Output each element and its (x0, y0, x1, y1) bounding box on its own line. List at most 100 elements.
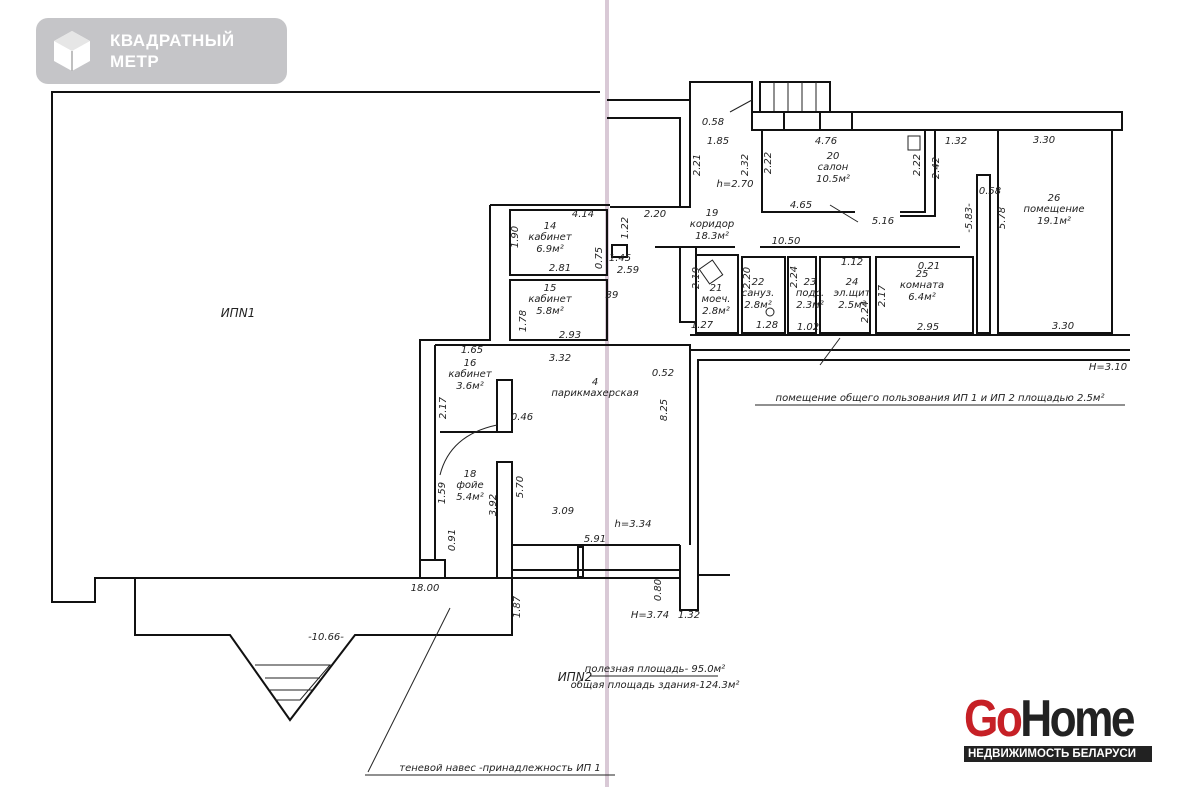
common-area-note: помещение общего пользования ИП 1 и ИП 2… (776, 392, 1105, 404)
room-number: 15 (544, 283, 557, 294)
room-name: моеч. (702, 294, 731, 305)
room-name: кабинет (528, 231, 573, 243)
useful-area: полезная площадь- 95.0м² (585, 664, 725, 675)
room-area: 6.4м² (908, 292, 935, 303)
dimension-label: H=3.74 (631, 610, 669, 621)
room-area: 6.9м² (536, 244, 563, 255)
dimension-label: 0.91 (447, 529, 458, 551)
gohome-logo: GoHome НЕДВИЖИМОСТЬ БЕЛАРУСИ (964, 693, 1159, 762)
canopy-note: теневой навес -принадлежность ИП 1 (399, 763, 600, 774)
room-name: сануз. (742, 288, 775, 299)
room-number: 4 (592, 377, 598, 388)
dimension-label: 2.22 (912, 154, 923, 176)
room-number: 23 (804, 277, 817, 288)
dimension-label: 2.21 (692, 154, 703, 176)
dimension-label: 1.32 (945, 136, 967, 147)
room-area: 2.8м² (702, 306, 729, 317)
dimension-label: 2.42 (931, 157, 942, 179)
dimension-label: 1.65 (461, 345, 483, 356)
plan-labels: ИПN1 ИПN2 полезная площадь- 95.0м² общая… (221, 117, 1127, 774)
dimension-label: 5.91 (584, 534, 606, 545)
dimension-label: 1.59 (437, 482, 448, 504)
logo-line-1: КВАДРАТНЫЙ (110, 31, 235, 50)
room-area: 2.5м² (838, 300, 865, 311)
dimension-label: 2.24 (860, 301, 871, 323)
dimension-label: 39 (606, 290, 619, 301)
dimension-label: 2.95 (917, 322, 939, 333)
room-number: 24 (846, 277, 859, 288)
dimension-label: 1.85 (707, 136, 729, 147)
dimension-label: h=2.70 (717, 179, 754, 190)
gohome-tagline: НЕДВИЖИМОСТЬ БЕЛАРУСИ (964, 746, 1152, 762)
room-name: подс. (796, 288, 824, 299)
room-number: 20 (827, 151, 840, 162)
dimension-label: 3.09 (552, 506, 574, 517)
ipn2-label: ИПN2 (558, 670, 593, 684)
cube-icon (54, 31, 90, 71)
logo-line-2: МЕТР (110, 52, 160, 71)
dimension-label: 2.81 (549, 263, 571, 274)
gohome-go: Go (964, 690, 1023, 748)
room-number: 16 (464, 358, 477, 369)
room-name: парикмахерская (551, 388, 638, 399)
dimension-label: 2.32 (740, 154, 751, 176)
dimension-label: 2.20 (742, 267, 753, 289)
dimension-label: 10.50 (772, 236, 801, 247)
dimension-label: 0.58 (979, 186, 1001, 197)
dimension-label: 2.17 (877, 284, 888, 307)
room-area: 18.3м² (695, 231, 729, 242)
room-number: 22 (752, 277, 765, 288)
room-name: фойе (456, 480, 483, 491)
dimension-label: 1.27 (691, 320, 714, 331)
dimension-label: 1.78 (518, 310, 529, 332)
dimension-label: 2.24 (789, 266, 800, 288)
room-number: 19 (706, 208, 719, 219)
dimension-label: -5.83- (964, 203, 975, 233)
ipn1-label: ИПN1 (221, 306, 256, 320)
gohome-home: Home (1020, 690, 1135, 748)
dimension-label: 1.90 (510, 226, 521, 248)
dimension-label: 1.87 (512, 595, 523, 618)
room-name: кабинет (528, 293, 573, 305)
dimension-label: 1.45 (609, 253, 631, 264)
dimension-label: 2.19 (691, 267, 702, 289)
building-area: общая площадь здания-124.3м² (571, 679, 740, 691)
dimension-label: 3.30 (1052, 321, 1074, 332)
dimension-label: 18.00 (411, 583, 440, 594)
dimension-label: 0.75 (594, 247, 605, 269)
room-area: 19.1м² (1037, 216, 1071, 227)
room-area: 2.3м² (796, 300, 823, 311)
room-area: 2.8м² (744, 300, 771, 311)
room-area: 5.8м² (536, 306, 563, 317)
dimension-label: 5.16 (872, 216, 894, 227)
room-name: кабинет (448, 368, 493, 380)
dimension-label: H=3.10 (1089, 362, 1127, 373)
dimension-label: 5.78 (997, 207, 1008, 229)
room-name: комната (900, 280, 944, 291)
room-area: 3.6м² (456, 381, 483, 392)
room-number: 14 (544, 221, 557, 232)
room-name: коридор (690, 219, 734, 230)
dimension-label: 1.12 (841, 257, 863, 268)
dimension-label: 3.30 (1033, 135, 1055, 146)
walls (51, 81, 1130, 776)
dimension-label: 0.58 (702, 117, 724, 128)
dimension-label: -10.66- (308, 632, 344, 643)
dimension-label: 5.70 (515, 476, 526, 498)
kvadratny-metr-logo: КВАДРАТНЫЙ МЕТР (36, 18, 287, 84)
dimension-label: 1.22 (620, 217, 631, 239)
dimension-label: 1.02 (797, 322, 819, 333)
dimension-label: 2.17 (438, 396, 449, 419)
dimension-label: 4.65 (790, 200, 812, 211)
room-area: 10.5м² (816, 174, 850, 185)
dimension-label: 0.46 (511, 412, 533, 423)
dimension-label: h=3.34 (615, 519, 652, 530)
dimension-label: 3.32 (549, 353, 571, 364)
room-area: 5.4м² (456, 492, 483, 503)
dimension-label: 2.93 (559, 330, 581, 341)
dimension-label: 1.32 (678, 610, 700, 621)
dimension-label: 0.21 (918, 261, 940, 272)
dimension-label: 3.92 (488, 494, 499, 516)
dimension-label: 4.76 (815, 136, 837, 147)
